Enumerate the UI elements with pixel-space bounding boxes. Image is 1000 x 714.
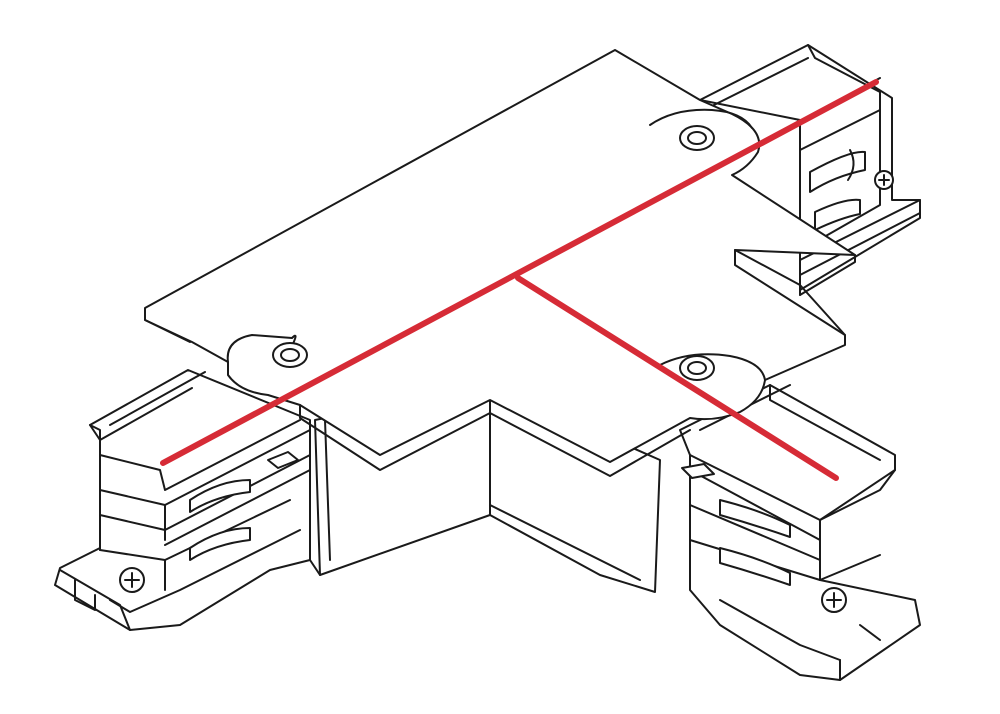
t-cover-plate	[144, 49, 856, 477]
right-front-screw-icon	[821, 587, 847, 613]
conductor-line-branch	[515, 275, 839, 481]
right-back-screw-icon	[874, 170, 894, 190]
conductor-highlight	[160, 79, 879, 481]
mounting-hole-left-icon	[272, 342, 308, 368]
mounting-hole-front-icon	[679, 355, 715, 381]
mounting-hole-top-icon	[679, 125, 715, 151]
conductor-line-main	[160, 79, 879, 466]
left-track-arm	[54, 369, 311, 631]
right-front-track-arm	[679, 384, 921, 681]
left-screw-icon	[119, 567, 145, 593]
